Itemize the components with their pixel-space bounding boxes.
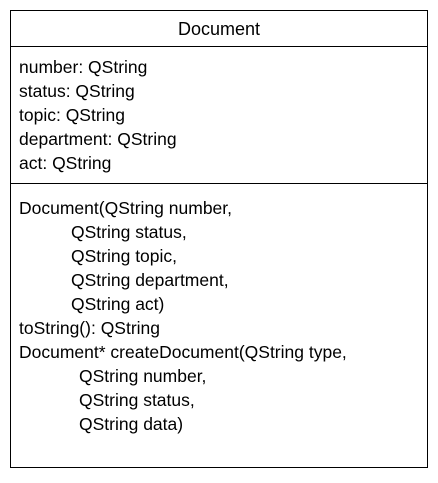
constructor-param-act: QString act) — [71, 294, 165, 314]
constructor-signature-line-1: Document(QString number, — [19, 198, 233, 218]
constructor-param-topic: QString topic, — [71, 246, 178, 266]
attribute-topic: topic: QString — [19, 105, 126, 125]
constructor-param-department: QString department, — [71, 270, 229, 290]
attribute-number: number: QString — [19, 57, 148, 77]
uml-class-box: Document number: QString status: QString… — [10, 10, 428, 468]
attribute-department: department: QString — [19, 129, 177, 149]
attribute-act: act: QString — [19, 153, 112, 173]
create-document-param-number: QString number, — [79, 366, 207, 386]
create-document-param-status: QString status, — [79, 390, 195, 410]
create-document-param-data: QString data) — [79, 414, 184, 434]
operation-to-string: toString(): QString — [19, 318, 161, 338]
attribute-status: status: QString — [19, 81, 135, 101]
operations-compartment: Document(QString number, QString status,… — [11, 184, 427, 436]
attributes-compartment: number: QString status: QString topic: Q… — [11, 47, 427, 184]
class-name: Document — [11, 11, 427, 47]
create-document-signature-line-1: Document* createDocument(QString type, — [19, 342, 347, 362]
constructor-param-status: QString status, — [71, 222, 187, 242]
